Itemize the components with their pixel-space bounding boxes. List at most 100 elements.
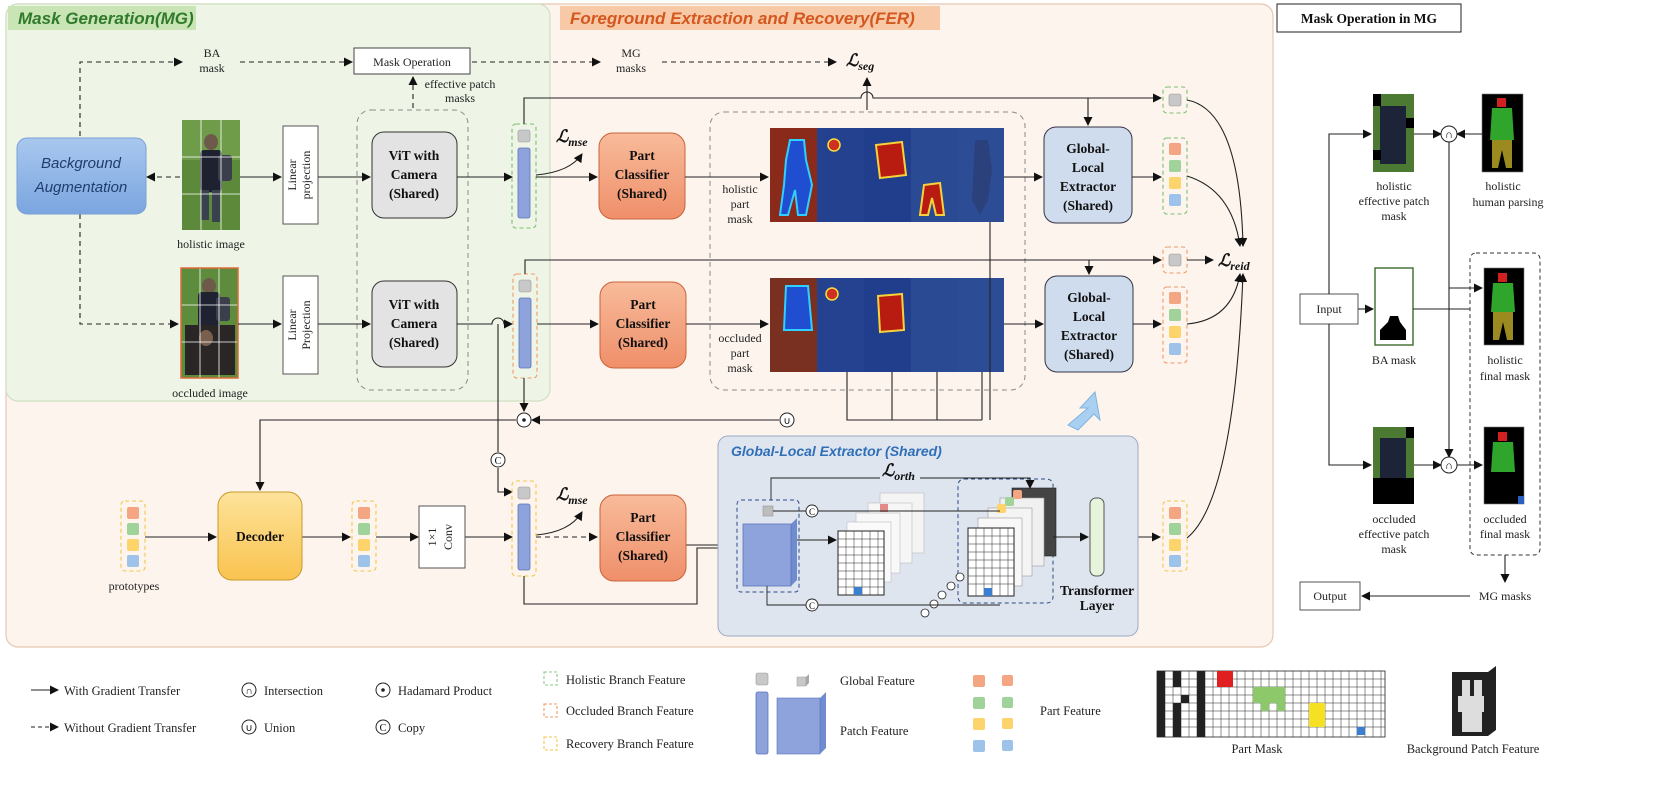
loss-orth: ℒorth (882, 461, 915, 483)
mo-output-box (1299, 581, 1361, 611)
mo-occluded-final-label: occluded (1483, 512, 1526, 526)
arrow-ba-to-ba-mask (79, 57, 183, 136)
gle-expand-arrow (1067, 390, 1101, 431)
gle-top (1043, 126, 1133, 224)
curve-global-top-to-reid (1186, 99, 1248, 247)
intersection-icon: ∩ (245, 686, 252, 697)
mask-op-title: Mask Operation in MG (1301, 11, 1438, 26)
legend-global-feature: Global Feature (840, 674, 915, 688)
part-token-green (358, 523, 370, 535)
part-token-orange (358, 507, 370, 519)
linear-projection-top-label-2: projection (299, 151, 313, 200)
decoder-label: Decoder (236, 529, 284, 544)
occluded-global-token (518, 279, 532, 293)
gle-output-stack (967, 487, 1057, 597)
part-token-blue (1169, 555, 1181, 567)
occluded-part-mask-label: occluded (718, 331, 761, 345)
gle-top-label-3: Extractor (1060, 179, 1116, 194)
mo-intersection-bottom: ∩ (1440, 456, 1458, 474)
holistic-final-mask-img (1483, 267, 1525, 346)
part-classifier-mid (599, 281, 687, 369)
gle-mid-label: Global- (1067, 290, 1111, 305)
transformer-layer-label: Transformer (1060, 583, 1134, 598)
holistic-human-parsing-img (1481, 93, 1524, 173)
svg-text:∪: ∪ (783, 416, 790, 427)
gle-panel-title: Global-Local Extractor (Shared) (731, 443, 942, 459)
loss-reid: ℒreid (1218, 251, 1251, 273)
svg-text:C: C (495, 456, 502, 467)
fer-title: Foreground Extraction and Recovery(FER) (570, 9, 915, 28)
linear-projection-top (282, 125, 319, 225)
legend-part-feature: Part Feature (1040, 704, 1101, 718)
holistic-effective-patch-mask-img (1373, 94, 1414, 172)
occluded-part-out (1162, 286, 1188, 364)
vit-top-box (371, 131, 458, 219)
occluded-global-out-token (1168, 253, 1182, 267)
vit-top-label-2: Camera (391, 167, 438, 182)
prototypes-label: prototypes (109, 579, 160, 593)
occluded-image (180, 267, 239, 379)
loss-mse-top: ℒmse (556, 127, 588, 149)
union-op: ∪ (779, 412, 795, 428)
mo-line-input-up (1328, 129, 1372, 294)
vit-bottom-label: ViT with (389, 297, 440, 312)
part-classifier-bottom-label: Part (630, 510, 656, 525)
line-holistic-global-top (523, 91, 1162, 124)
vit-top-label-3: (Shared) (389, 186, 439, 201)
occluded-image-label: occluded image (172, 386, 248, 400)
part-classifier-bottom (599, 494, 687, 582)
gle-mid-label-2: Local (1073, 309, 1105, 324)
conv-label-2: Conv (441, 524, 455, 550)
copy-op: C (490, 452, 506, 468)
conv-box (418, 505, 466, 569)
linear-projection-bottom (282, 275, 319, 375)
part-classifier-top (598, 132, 686, 220)
copy-op: C (805, 504, 819, 518)
gle-hadamard-chain (920, 572, 965, 618)
mask-op-title-box (1276, 3, 1462, 33)
legend-background-patch-feature: Background Patch Feature (1407, 742, 1540, 756)
svg-text:C: C (809, 507, 815, 517)
ba-mask-label: BA (204, 46, 221, 60)
mask-operation-label: Mask Operation (373, 55, 451, 69)
conv-label: 1×1 (425, 528, 439, 547)
background-augmentation-box (16, 137, 147, 215)
curve-parts-bot-to-reid (1186, 273, 1248, 539)
part-classifier-bottom-label-2: Classifier (616, 529, 671, 544)
part-classifier-mid-label: Part (630, 297, 656, 312)
holistic-patch-token (517, 147, 531, 219)
vit-bottom-label-2: Camera (391, 316, 438, 331)
holistic-part-mask-label-2: part (731, 197, 750, 211)
holistic-image (182, 120, 240, 230)
part-mask-group (709, 111, 1026, 391)
mo-output-label: Output (1313, 589, 1347, 603)
mo-human-parsing-label: holistic (1485, 179, 1520, 193)
legend-patch-feature: Patch Feature (840, 724, 909, 738)
gle-patch-cube (742, 523, 792, 587)
legend-background-patch-cube (1452, 666, 1496, 736)
mo-intersection-top: ∩ (1440, 125, 1458, 143)
part-token-yellow (1169, 177, 1181, 189)
holistic-part-mask-label: holistic (722, 182, 757, 196)
arrow-to-mse-top (535, 153, 583, 176)
part-token-yellow (127, 539, 139, 551)
mo-ba-mask-label: BA mask (1372, 353, 1416, 367)
mo-line-input-down (1328, 324, 1372, 470)
decoder-box (217, 491, 303, 581)
arrow-recovery-to-gle (523, 543, 739, 605)
effective-patch-masks-label-2: masks (445, 91, 475, 105)
mo-holistic-effective-label-2: effective patch (1359, 194, 1430, 208)
part-token-blue (1169, 343, 1181, 355)
vit-bottom-label-3: (Shared) (389, 335, 439, 350)
part-classifier-top-label-2: Classifier (615, 167, 670, 182)
fer-title-tab (560, 6, 940, 30)
loss-mse-bottom: ℒmse (556, 485, 588, 507)
part-token-blue (127, 555, 139, 567)
loss-seg: ℒseg (846, 51, 874, 73)
legend-recovery-branch: Recovery Branch Feature (566, 737, 694, 751)
occluded-part-heatmaps (770, 278, 1004, 372)
holistic-global-out-token (1168, 93, 1182, 107)
part-token-blue (358, 555, 370, 567)
linear-projection-bottom-label-2: Projection (299, 300, 313, 349)
linear-projection-top-label: Linear (285, 159, 299, 190)
